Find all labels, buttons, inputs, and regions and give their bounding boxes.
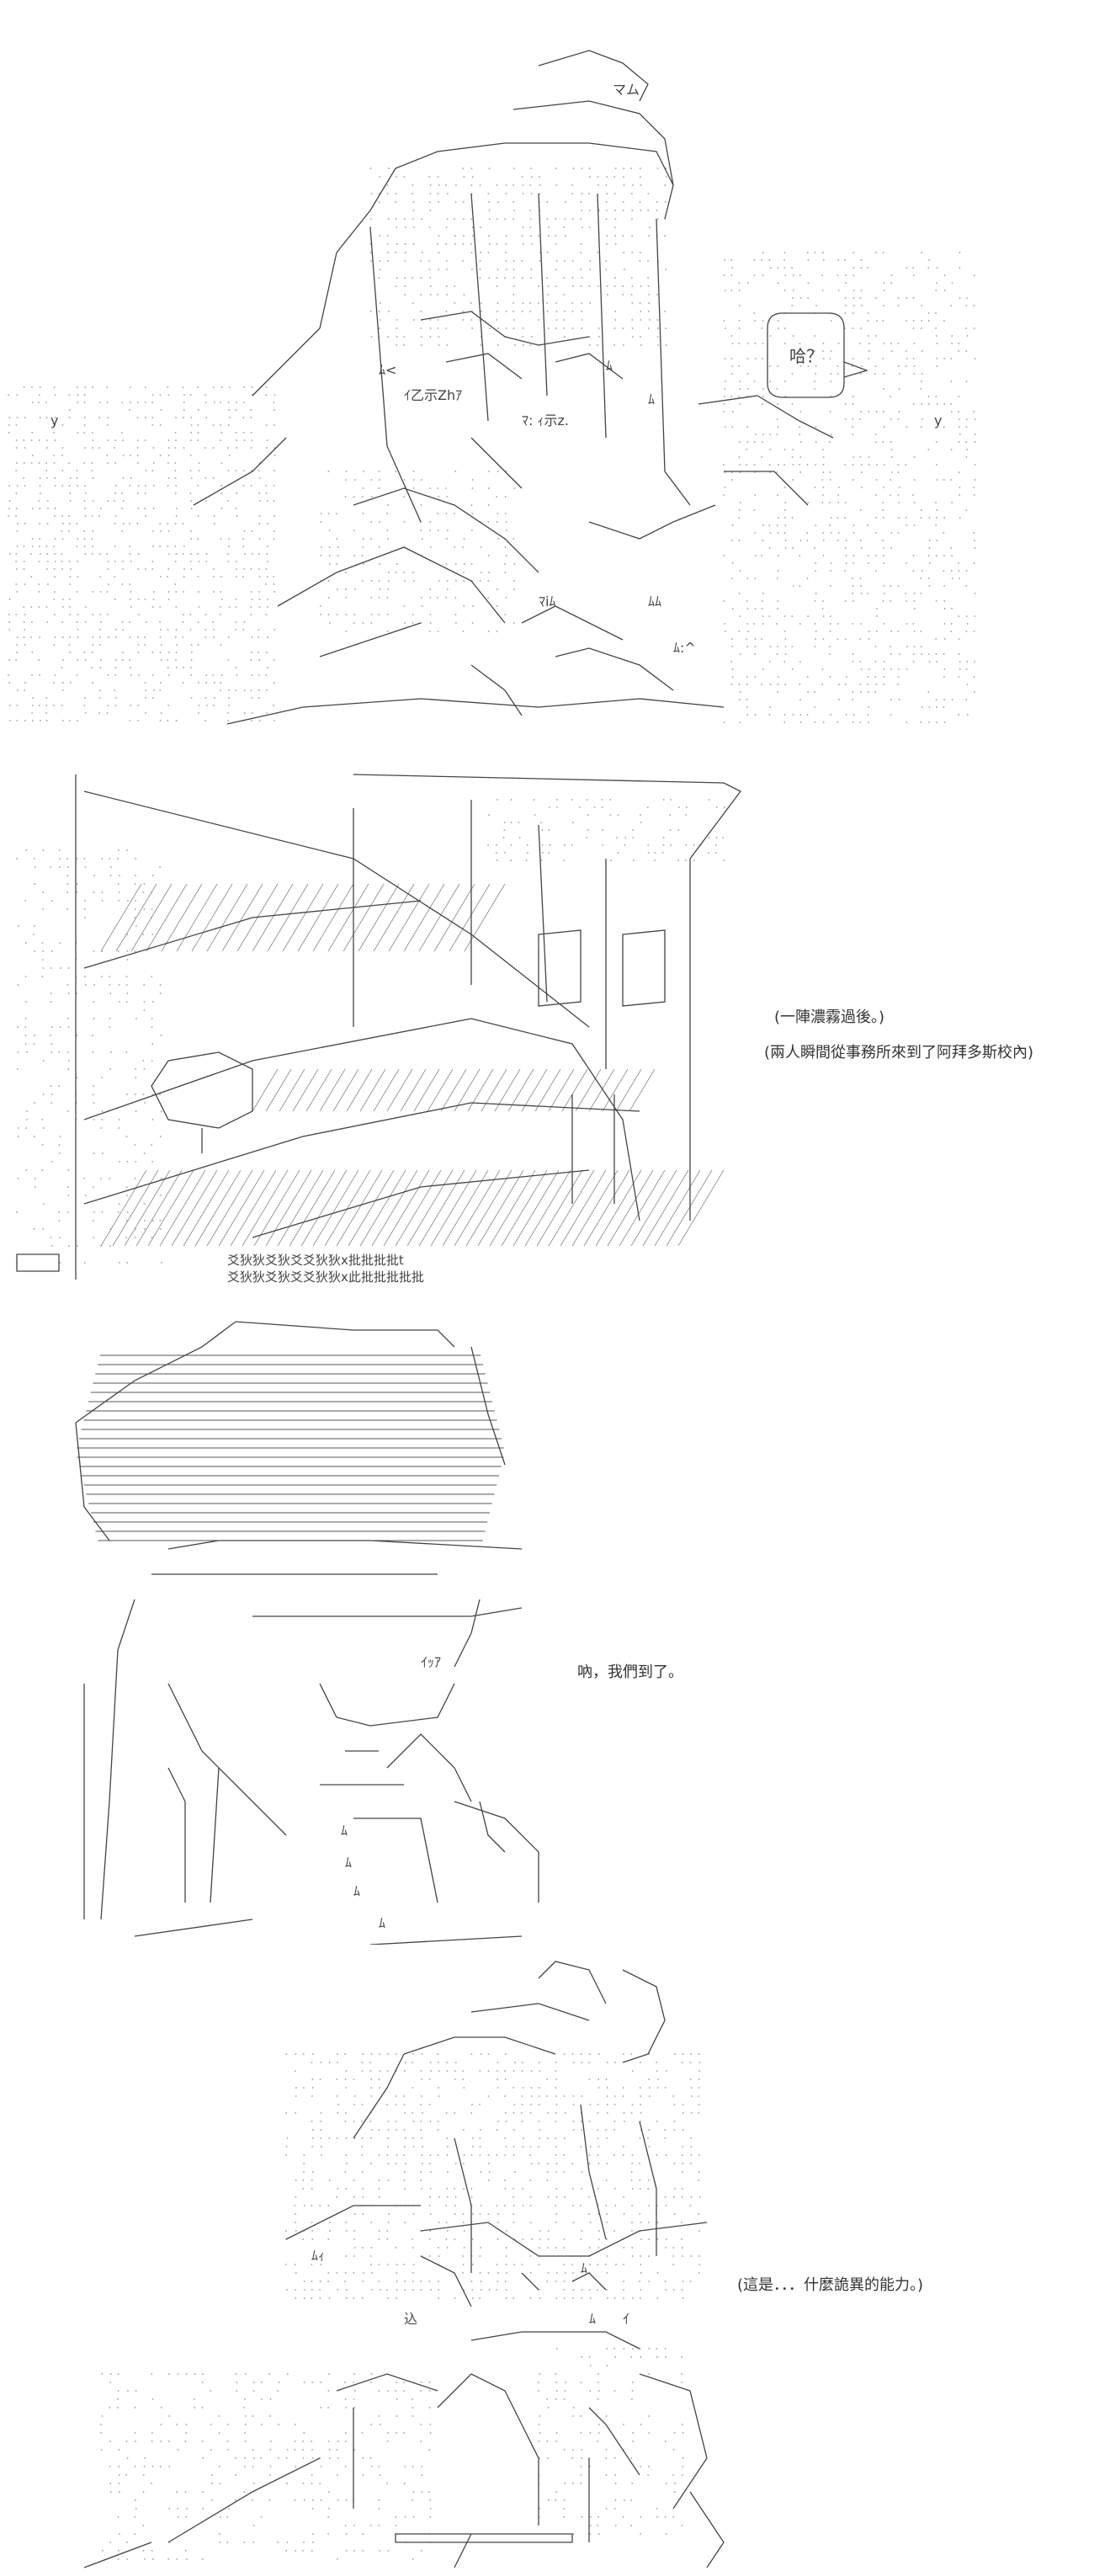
glyph-c3: ﾑ xyxy=(589,2311,596,2327)
panel-4: ﾑｨ ﾑ ﾑ ｲ 込 (這是．．．什麼詭異的能力。) xyxy=(0,1953,1094,2576)
panel-1-character xyxy=(193,50,834,725)
glyph-a10: y xyxy=(50,412,58,428)
panel-2-ascii-art: 爻狄狄爻狄爻爻狄狄x批批批批t 爻狄狄爻狄爻爻狄狄x此批批批批批 xyxy=(16,774,741,1285)
glyph-g1: 爻狄狄爻狄爻爻狄狄x批批批批t xyxy=(227,1253,404,1268)
glyph-a5: ﾑ xyxy=(606,358,613,374)
panel-2: 爻狄狄爻狄爻爻狄狄x批批批批t 爻狄狄爻狄爻爻狄狄x此批批批批批 (一陣濃霧過後… xyxy=(0,749,1094,1288)
panel-2-hatch-texture xyxy=(100,883,725,1247)
panel-4-dot-texture xyxy=(100,2053,701,2560)
glyph-a9: ﾑﾑ xyxy=(648,593,661,609)
panel-4-character xyxy=(83,1961,725,2568)
panel-4-ascii-art: ﾑｨ ﾑ ﾑ ｲ 込 xyxy=(83,1961,725,2568)
glyph-g2: 爻狄狄爻狄爻爻狄狄x此批批批批批 xyxy=(227,1269,424,1285)
glyph-c5: 込 xyxy=(404,2311,417,2327)
panel-1: マム ﾑ< ｲ乙示Zhｱ ﾏ: ｨ示z. ﾑ ﾑ ﾏiﾑ ﾑ:^ ﾑﾑ y y … xyxy=(0,0,1094,741)
glyph-a6: ﾑ xyxy=(648,391,655,407)
glyph-a2: ﾑ< xyxy=(379,362,396,378)
speech-bubble: 哈？ xyxy=(767,312,869,398)
glyph-a8: ﾑ:^ xyxy=(673,640,696,656)
glyph-a7: ﾏiﾑ xyxy=(539,593,555,609)
glyph-a3: ｲ乙示Zhｱ xyxy=(404,387,462,403)
panel-3: ｲｯｱ ﾑ ﾑ ﾑ ﾑ 吶，我們到了。 xyxy=(0,1296,1094,1945)
glyph-b4: ﾑ xyxy=(353,1883,360,1899)
caption-arrived: 吶，我們到了。 xyxy=(577,1663,683,1681)
glyph-c4: ｲ xyxy=(623,2311,629,2327)
caption-strange-ability: (這是．．．什麼詭異的能力。) xyxy=(737,2276,924,2294)
glyph-b1: ｲｯｱ xyxy=(421,1654,441,1670)
panel-2-dot-texture xyxy=(16,799,725,1264)
panel-3-character xyxy=(75,1321,539,1945)
panel-3-hat-lines xyxy=(77,1355,504,1541)
panel-1-dot-texture xyxy=(8,168,976,723)
glyph-a4: ﾏ: ｨ示z. xyxy=(522,412,569,428)
glyph-b3: ﾑ xyxy=(345,1855,352,1871)
glyph-c2: ﾑ xyxy=(581,2260,587,2276)
caption-teleport: (兩人瞬間從事務所來到了阿拜多斯校內) xyxy=(764,1044,1034,1062)
panel-3-ascii-art: ｲｯｱ ﾑ ﾑ ﾑ ﾑ xyxy=(75,1321,539,1945)
glyph-a1: マム xyxy=(613,82,640,98)
speech-bubble-text: 哈？ xyxy=(789,346,823,366)
glyph-c1: ﾑｨ xyxy=(311,2248,325,2264)
glyph-b2: ﾑ xyxy=(341,1823,348,1839)
caption-fog: (一陣濃霧過後。) xyxy=(774,1009,885,1026)
panel-2-building xyxy=(16,774,741,1280)
glyph-a11: y xyxy=(934,412,942,428)
glyph-b5: ﾑ xyxy=(379,1915,385,1931)
panel-1-ascii-art: マム ﾑ< ｲ乙示Zhｱ ﾏ: ｨ示z. ﾑ ﾑ ﾏiﾑ ﾑ:^ ﾑﾑ y y … xyxy=(8,50,976,725)
